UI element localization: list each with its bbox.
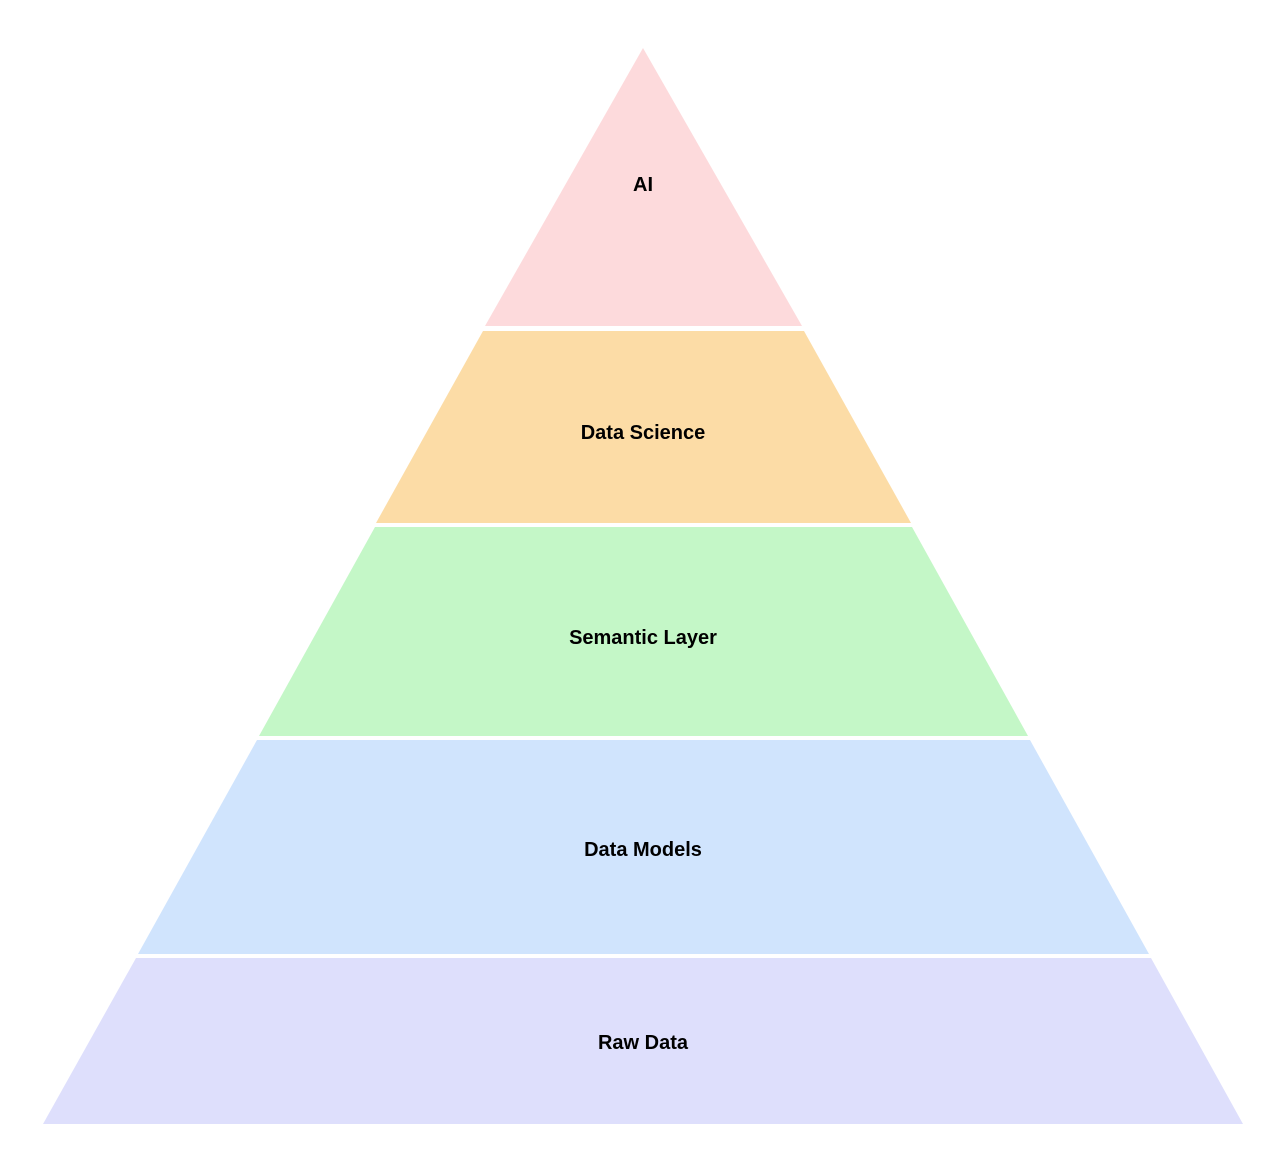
layer-data-models-label: Data Models xyxy=(584,839,702,861)
layer-ai: AI xyxy=(485,48,802,326)
layer-semantic-layer-label: Semantic Layer xyxy=(569,627,717,649)
layer-raw-data-shape xyxy=(43,958,1243,1124)
layer-ai-label: AI xyxy=(633,174,653,196)
layer-data-science-shape xyxy=(376,331,911,523)
layer-data-science: Data Science xyxy=(376,331,911,523)
layer-semantic-layer: Semantic Layer xyxy=(259,527,1028,736)
layer-raw-data: Raw Data xyxy=(43,958,1243,1124)
layer-data-science-label: Data Science xyxy=(581,422,706,444)
layer-ai-shape xyxy=(485,48,802,326)
layer-data-models-shape xyxy=(138,740,1149,954)
layer-data-models: Data Models xyxy=(138,740,1149,954)
layer-semantic-layer-shape xyxy=(259,527,1028,736)
layer-raw-data-label: Raw Data xyxy=(598,1032,689,1054)
